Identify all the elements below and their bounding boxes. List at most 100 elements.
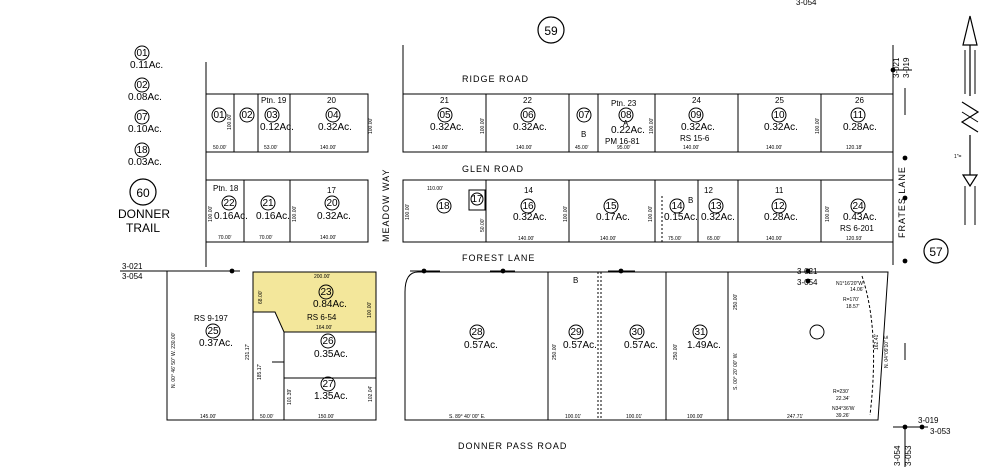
dimension: 120.93' xyxy=(846,236,862,242)
parcel-acres: 0.32Ac. xyxy=(701,212,735,223)
left-parcel-acres: 0.10Ac. xyxy=(128,124,162,135)
dimension: 140.00' xyxy=(766,145,782,151)
parcel-acres: 0.28Ac. xyxy=(843,122,877,133)
dimension: 75.00' xyxy=(668,236,682,242)
parcel-number: 05 xyxy=(439,110,451,121)
curve-label: R=230' xyxy=(833,389,849,395)
map-number-top: 59 xyxy=(544,24,558,38)
parcel-number: 04 xyxy=(327,110,339,121)
parcel-acres: 0.32Ac. xyxy=(681,122,715,133)
lot-label: Ptn. 19 xyxy=(261,96,287,105)
dimension: 95.00' xyxy=(617,145,631,151)
curve-label: N34°36'W xyxy=(832,406,855,412)
dimension: 102.04' xyxy=(368,386,374,402)
dimension: 100.00' xyxy=(405,204,411,220)
curve-label: 14.06' xyxy=(850,287,864,293)
lot-label: 25 xyxy=(775,96,784,105)
lot-label: 11 xyxy=(775,186,784,195)
parcel-number: 01 xyxy=(213,110,225,121)
parcel-number: 28 xyxy=(471,327,483,338)
parcel-map-ref: PM 16-81 xyxy=(605,137,640,146)
lot-label: Ptn. 23 xyxy=(611,99,637,108)
road-ridge: RIDGE ROAD xyxy=(462,74,529,84)
dimension: 100.01' xyxy=(565,414,581,420)
dimension: 250.00' xyxy=(673,344,679,360)
sublot-label: B xyxy=(573,276,578,285)
top-page-ref: 3-054 xyxy=(796,0,817,7)
dimension: 100.00' xyxy=(368,118,374,134)
dimension: 140.00' xyxy=(683,145,699,151)
highlighted-parcel-24[interactable] xyxy=(252,271,377,333)
dimension: 100.00' xyxy=(648,206,654,222)
parcel-acres: 0.57Ac. xyxy=(563,340,597,351)
dimension: 70.00' xyxy=(259,235,273,241)
sublot-label: B xyxy=(688,196,693,205)
lot-label: 24 xyxy=(692,96,701,105)
parcel-number: 10 xyxy=(773,110,785,121)
parcel-number: 24 xyxy=(852,201,864,212)
ref-3021-top: 3-021 xyxy=(892,57,901,78)
dimension: 100.00' xyxy=(649,118,655,134)
ref-3053-bottom-vert: 3-053 xyxy=(904,445,913,466)
parcel-number: 14 xyxy=(671,201,683,212)
parcel-number: 15 xyxy=(605,201,617,212)
parcel-acres: 0.32Ac. xyxy=(317,211,351,222)
dimension: 100.00' xyxy=(227,114,233,130)
parcel-number: 30 xyxy=(631,327,643,338)
parcel-number: 16 xyxy=(522,201,534,212)
lot-label: 22 xyxy=(523,96,532,105)
parcel-acres: 0.84Ac. xyxy=(313,299,347,310)
parcel-number: 21 xyxy=(262,198,274,209)
dimension: 140.00' xyxy=(766,236,782,242)
left-parcel-number: 07 xyxy=(136,112,148,123)
dimension: 50.00' xyxy=(260,414,274,420)
map-number-left: 60 xyxy=(136,186,150,200)
record-survey-ref: RS 6-201 xyxy=(840,224,874,233)
dimension: 250.00' xyxy=(733,294,739,310)
record-survey-ref: RS 6-54 xyxy=(307,313,337,322)
parcel-acres: 0.43Ac. xyxy=(843,212,877,223)
dimension: 68.00' xyxy=(258,290,264,304)
parcel-number: 20 xyxy=(326,198,338,209)
dimension: 140.00' xyxy=(516,145,532,151)
parcel-acres: 0.17Ac. xyxy=(596,212,630,223)
map-number-right-circle xyxy=(923,238,949,264)
dimension: 162.41' xyxy=(874,334,880,350)
parcel-number: 03 xyxy=(266,110,278,121)
parcel-acres: 0.32Ac. xyxy=(764,122,798,133)
north-arrow-icon xyxy=(960,15,980,225)
parcel-number: 06 xyxy=(522,110,534,121)
scale-label: 1"= xyxy=(954,154,962,160)
left-parcel-number: 01 xyxy=(136,48,148,59)
parcel-acres: 1.49Ac. xyxy=(687,340,721,351)
lot-label: 20 xyxy=(327,96,336,105)
dimension: 140.00' xyxy=(600,236,616,242)
ref-3054-left: 3-054 xyxy=(122,272,143,281)
record-survey-ref: RS 9-197 xyxy=(194,314,228,323)
parcel-acres: 0.28Ac. xyxy=(764,212,798,223)
dimension: 70.00' xyxy=(218,235,232,241)
left-parcel-number: 18 xyxy=(136,145,148,156)
bearing-label: S. 89° 40' 00" E. xyxy=(449,414,485,420)
ref-3019-top: 3-019 xyxy=(902,57,911,78)
dimension: 100.00' xyxy=(292,206,298,222)
dimension: 50.00' xyxy=(480,218,486,232)
dimension: 140.00' xyxy=(320,145,336,151)
parcel-number: 13 xyxy=(710,201,722,212)
dimension: 110.00' xyxy=(427,186,443,192)
lot-label: Ptn. 18 xyxy=(213,184,239,193)
bearing-label: N. 04°09'10" E xyxy=(884,335,890,368)
block-lower-right xyxy=(404,271,889,421)
map-number-right: 57 xyxy=(929,245,943,259)
lot-label: 14 xyxy=(524,186,533,195)
parcel-number: 31 xyxy=(694,327,706,338)
parcel-number: 25 xyxy=(207,326,219,337)
parcel-acres: 0.35Ac. xyxy=(314,349,348,360)
parcel-number: 23 xyxy=(320,287,332,298)
dimension: 150.00' xyxy=(318,414,334,420)
curve-label: 18.57' xyxy=(846,304,860,310)
sublot-label: A xyxy=(623,119,629,128)
bearing-label: N. 00° 46' 50" W. 230.00' xyxy=(171,333,177,388)
parcel-acres: 0.57Ac. xyxy=(464,340,498,351)
left-area-name-2: TRAIL xyxy=(126,221,160,235)
